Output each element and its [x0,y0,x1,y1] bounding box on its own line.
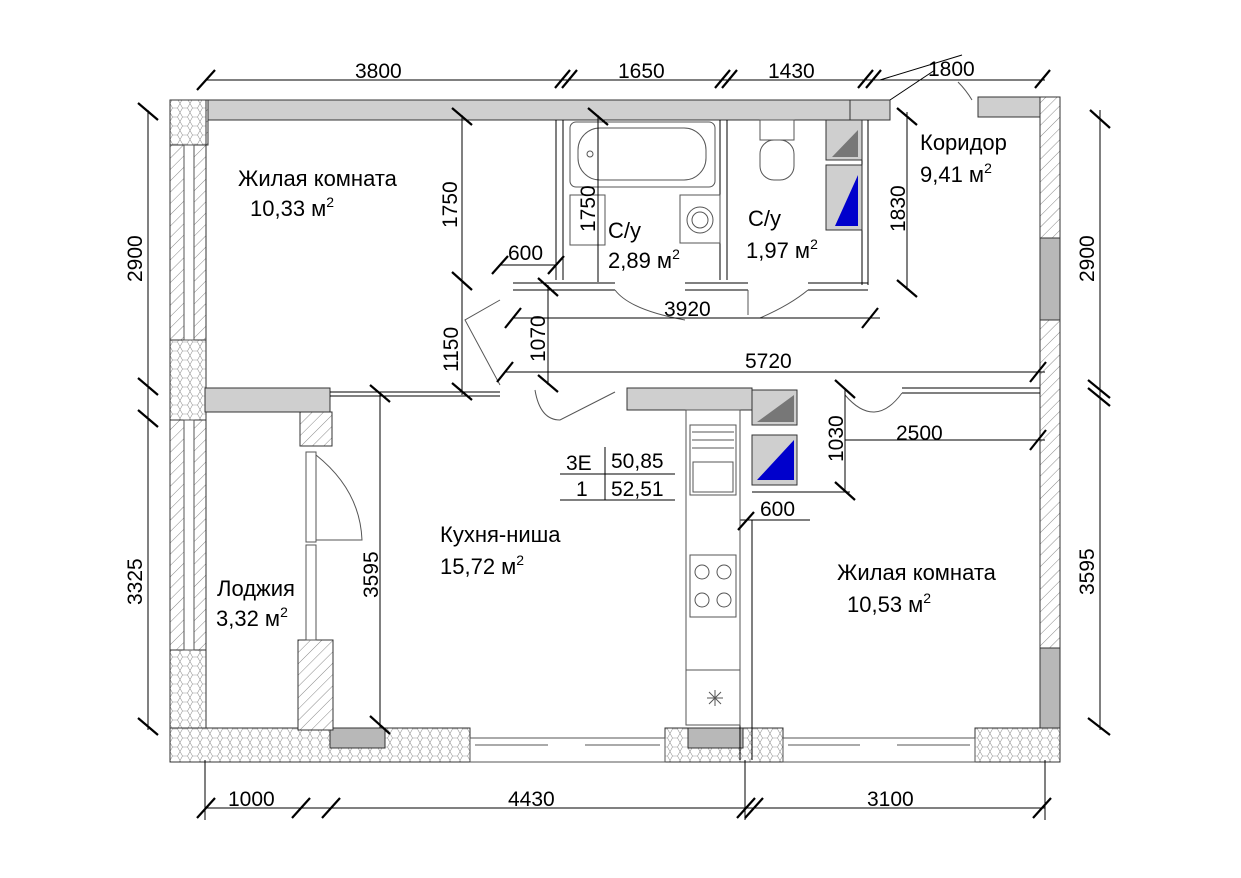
summary-code-2: 1 [576,478,588,501]
room-bath-2-area: 1,97 м2 [746,236,818,263]
dim-600-b: 600 [760,498,795,521]
dimension-lines [137,54,1111,820]
summary-value-1: 50,85 [611,450,664,473]
dim-top-4: 1800 [928,58,975,81]
dim-top-3: 1430 [768,60,815,83]
room-corridor-name: Коридор [920,130,1007,155]
room-bath-2-name: С/у [748,206,781,231]
dim-bottom-2: 4430 [508,788,555,811]
fridge-icon [707,690,723,706]
inner-walls [204,120,1040,760]
room-corridor-area: 9,41 м2 [920,160,992,187]
dim-3920: 3920 [664,298,711,321]
dim-5720: 5720 [745,350,792,373]
fixtures [305,119,863,726]
dim-1150: 1150 [440,327,463,372]
room-labels: Жилая комната 10,33 м2 С/у 2,89 м2 С/у 1… [216,130,1007,631]
dim-bottom-3: 3100 [867,788,914,811]
dim-1750-a: 1750 [439,181,462,228]
room-loggia-name: Лоджия [217,576,295,601]
summary-table: 3Е 50,85 1 52,51 [560,447,675,501]
summary-code-1: 3Е [566,452,592,475]
outer-walls [169,96,1061,763]
dim-top-2: 1650 [618,60,665,83]
room-living-1-area: 10,33 м2 [250,194,334,221]
summary-value-2: 52,51 [611,478,664,501]
dim-left-upper: 2900 [124,235,147,282]
stove-icon [689,554,737,618]
dim-right-lower: 3595 [1076,548,1099,595]
room-kitchen-name: Кухня-ниша [440,522,561,547]
dim-right-upper: 2900 [1076,235,1099,282]
dim-left-lower: 3325 [124,558,147,605]
shaft-icon [835,175,858,226]
room-bath-1-name: С/у [608,218,641,243]
sink-icon [569,194,606,246]
room-living-2-name: Жилая комната [837,560,997,585]
bathtub-icon [569,121,716,188]
room-loggia-area: 3,32 м2 [216,604,288,631]
dim-1830: 1830 [887,185,910,232]
room-living-1-name: Жилая комната [238,166,398,191]
dimension-labels: 3800 1650 1430 1800 2900 3325 2900 3595 … [124,58,1099,811]
room-kitchen-area: 15,72 м2 [440,552,524,579]
dim-600-a: 600 [508,242,543,265]
room-bath-1-area: 2,89 м2 [608,246,680,273]
toilet-icon [759,119,795,181]
dim-1030: 1030 [825,415,848,462]
dim-3595-inner: 3595 [360,551,383,598]
dim-1070: 1070 [527,315,550,362]
dim-1750-b: 1750 [577,185,600,232]
dim-bottom-1: 1000 [228,788,275,811]
dim-top-1: 3800 [355,60,402,83]
shaft-icon [757,440,794,480]
room-living-2-area: 10,53 м2 [847,590,931,617]
dim-2500: 2500 [896,422,943,445]
washing-machine-icon [679,194,721,244]
kitchen-sink-icon [689,424,737,496]
